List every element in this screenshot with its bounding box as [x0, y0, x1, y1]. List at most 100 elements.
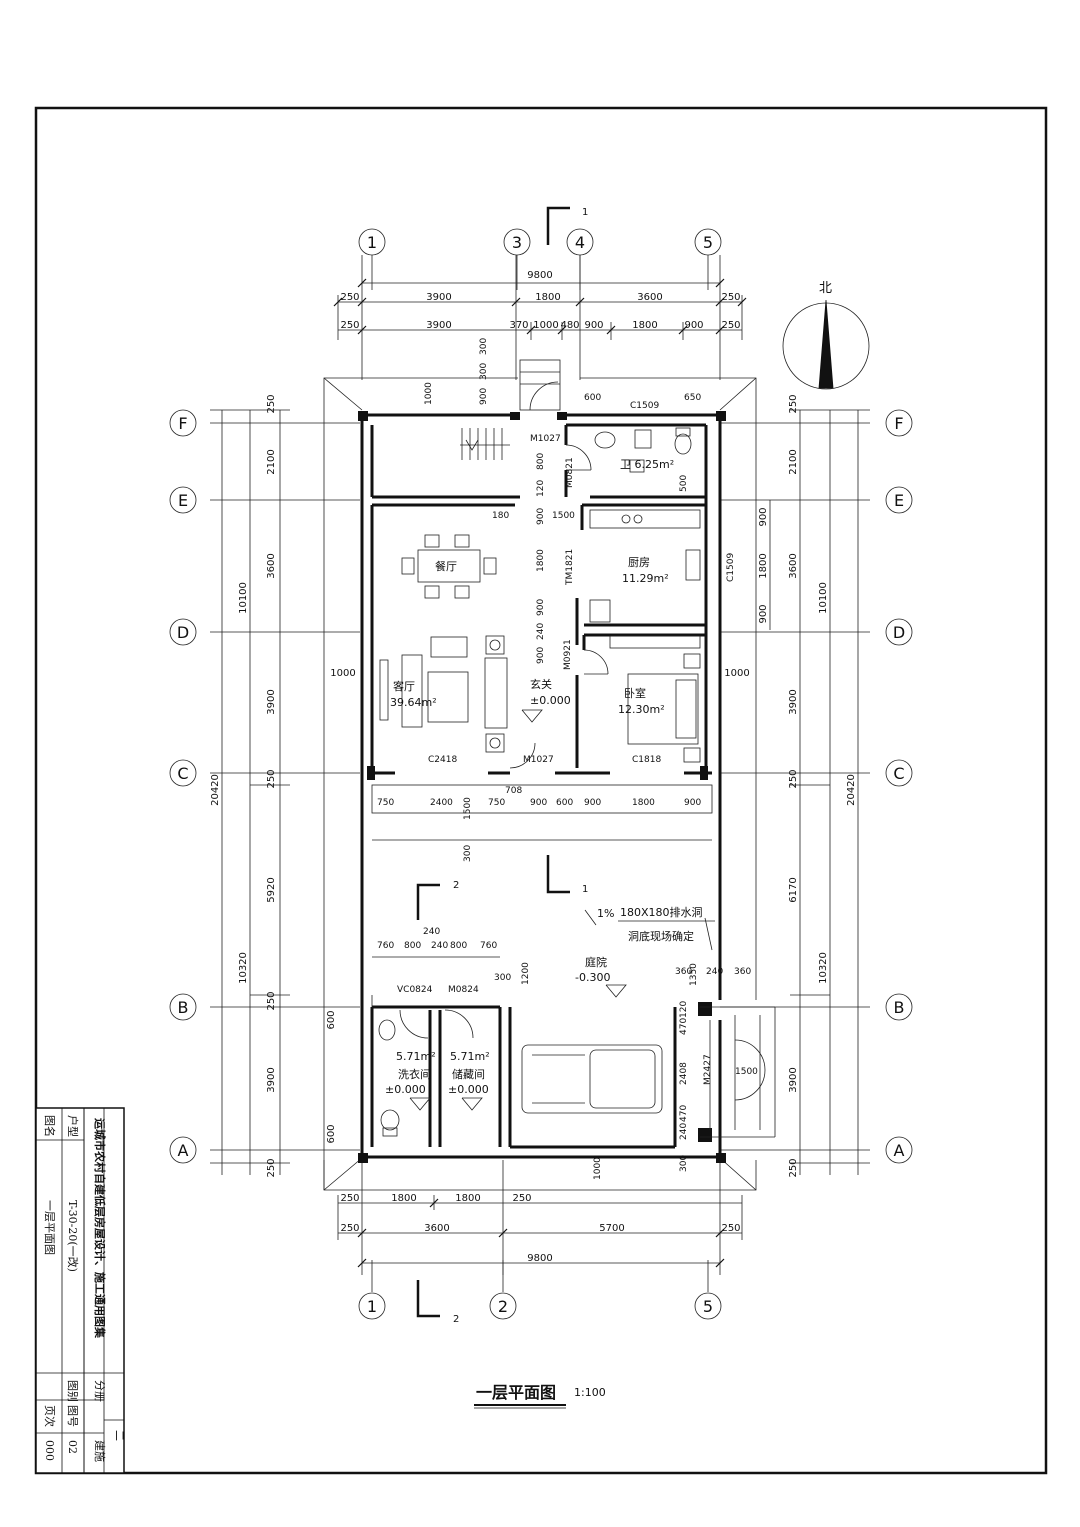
dimension-ticks	[333, 278, 747, 1268]
dim: 240	[431, 941, 448, 951]
drawing-element	[694, 1292, 722, 1320]
drawing-element	[483, 557, 497, 575]
dim: 1800	[536, 549, 546, 572]
laundry-name: 洗衣间	[398, 1067, 431, 1081]
drawing-element	[621, 514, 631, 524]
axis-right-F: F	[894, 414, 903, 433]
living-name: 客厅	[393, 679, 415, 693]
drawing-element	[609, 635, 701, 649]
dim: 1500	[735, 1067, 758, 1077]
drawing-element	[557, 412, 567, 420]
dim: 3600	[266, 553, 277, 578]
drawing-element	[589, 509, 701, 529]
drawing-element	[489, 639, 501, 651]
dim: 240	[706, 967, 723, 977]
columns	[358, 411, 726, 1163]
dim: 600	[556, 798, 573, 808]
drawing-element	[509, 742, 536, 769]
drawing-element	[430, 636, 468, 658]
drain-note-1: 180X180排水洞	[620, 905, 703, 919]
dim: 1000	[533, 320, 558, 331]
walls	[360, 413, 722, 1159]
dim: 500	[679, 475, 689, 492]
drawing-element	[683, 653, 701, 669]
axis-left-A: A	[178, 1141, 189, 1160]
drawing-element	[35, 1107, 125, 1474]
dim: 1800	[632, 320, 657, 331]
dim: 470	[679, 1018, 689, 1035]
dim: 708	[505, 786, 522, 796]
dim: 480	[560, 320, 579, 331]
dim: 250	[340, 1223, 359, 1234]
furniture	[378, 299, 870, 1137]
drawing-element	[409, 1097, 431, 1111]
drawing-element	[715, 278, 725, 288]
drawing-element	[169, 618, 197, 646]
axis-top-3: 3	[512, 233, 522, 252]
dim: 650	[684, 393, 701, 403]
drawing-element	[358, 1153, 368, 1163]
drawing-element	[357, 325, 367, 335]
dim: 300	[679, 1155, 689, 1172]
drawing-element	[583, 649, 609, 675]
dim: 900	[536, 647, 546, 664]
drawing-element	[700, 766, 708, 780]
drawing-element	[489, 1292, 517, 1320]
drawing-element	[323, 1160, 757, 1191]
dim: 250	[721, 1223, 740, 1234]
drawing-element	[633, 514, 643, 524]
axis-bottom-1: 1	[367, 1297, 377, 1316]
dim: 370	[509, 320, 528, 331]
kitchen-name: 厨房	[628, 556, 650, 569]
code-tm1821: TM1821	[565, 549, 575, 586]
drawing-element	[885, 486, 913, 514]
notes: 180X180排水洞 洞底现场确定 1%	[597, 905, 715, 943]
section-2-bottom: 2	[453, 1314, 459, 1325]
drawing-element	[715, 297, 725, 307]
foyer-name: 玄关	[530, 677, 552, 691]
dim-total-bottom: 9800	[527, 1253, 552, 1264]
inner-dimensions: 1000 900 300 300 600 650 120 800 900 150…	[377, 338, 758, 1180]
bedroom-name: 卧室	[624, 686, 646, 700]
door-swings	[399, 444, 766, 1101]
dim: 2408	[679, 1062, 689, 1085]
axis-left-C: C	[177, 764, 188, 783]
dim: 10100	[818, 582, 829, 614]
dim: 900	[536, 508, 546, 525]
dim: 120	[536, 480, 546, 497]
axis-top-5: 5	[703, 233, 713, 252]
storage-name: 储藏间	[452, 1067, 485, 1081]
section-labels: 1 1 2 2	[453, 207, 588, 1325]
drawing-element	[417, 549, 481, 583]
dim: 3900	[266, 689, 277, 714]
drawing-element	[357, 297, 367, 307]
drawing-element	[510, 412, 520, 420]
drawing-element	[715, 1228, 725, 1238]
dim: 600	[584, 393, 601, 403]
tb-type-value: T-30-20(一改)	[66, 1200, 80, 1272]
tb-cat-label: 分册	[93, 1380, 106, 1402]
dim: 1800	[535, 292, 560, 303]
axis-top-4: 4	[575, 233, 585, 252]
axis-right-A: A	[894, 1141, 905, 1160]
dim: 760	[480, 941, 497, 951]
drain-note-2: 洞底现场确定	[628, 929, 694, 943]
toilet-label: 卫 6.25m²	[620, 458, 674, 471]
dimension-text-left: 250 2100 3600 3900 250 5920 250 3900 250…	[210, 394, 356, 1177]
axis-right-C: C	[893, 764, 904, 783]
dim: 250	[340, 1193, 359, 1204]
axis-left-B: B	[178, 998, 189, 1017]
drawing-element	[589, 1049, 656, 1109]
dim: 10100	[238, 582, 249, 614]
drawing-element	[169, 486, 197, 514]
dim: 250	[721, 320, 740, 331]
dim: 900	[684, 320, 703, 331]
drawing-element	[719, 1157, 757, 1191]
dim: 250	[266, 1158, 277, 1177]
drawing-element	[566, 228, 594, 256]
yard-name: 庭院	[585, 955, 607, 969]
dim: 300	[463, 845, 473, 862]
tb-num-value: 02	[66, 1440, 79, 1454]
drawing-element	[498, 1228, 508, 1238]
dim: 20420	[846, 774, 857, 806]
